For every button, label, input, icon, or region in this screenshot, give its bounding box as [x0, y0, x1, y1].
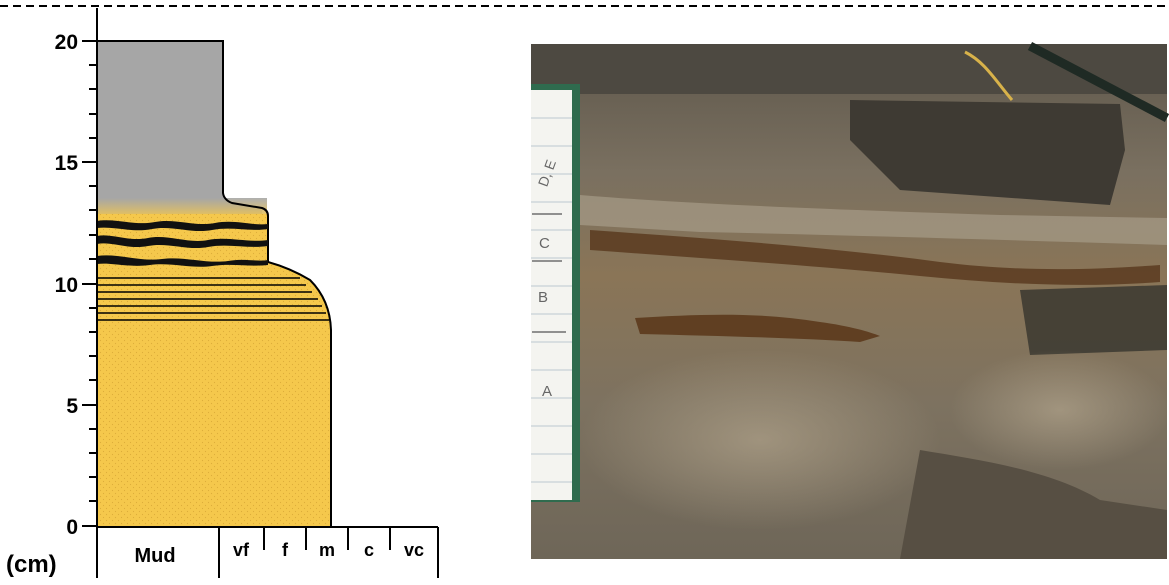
- grain-label-vf: vf: [233, 540, 250, 560]
- mud-unit: [97, 41, 262, 214]
- y-tick-label-10: 10: [55, 274, 78, 297]
- y-tick-label-5: 5: [66, 395, 78, 418]
- y-tick-label-15: 15: [55, 152, 79, 175]
- grain-label-f: f: [282, 540, 289, 560]
- grain-label-mud: Mud: [134, 545, 175, 567]
- photo-dark-laminated-patch: [1020, 285, 1167, 355]
- grain-label-m: m: [319, 540, 335, 560]
- y-tick-label-20: 20: [55, 31, 78, 54]
- photo-light-patch-2: [950, 350, 1169, 470]
- y-tick-label-0: 0: [66, 516, 78, 539]
- photo-light-patch: [580, 350, 940, 530]
- y-ticks: [82, 41, 97, 526]
- photo-notebook-label-c: C: [539, 235, 550, 252]
- y-unit-label: (cm): [6, 551, 57, 578]
- grain-label-vc: vc: [404, 540, 424, 560]
- photo-notebook-label-b: B: [538, 289, 548, 306]
- laminae: [97, 278, 329, 320]
- outcrop-photo: D, E C B A: [531, 44, 1169, 559]
- stratigraphic-log: 20 15 10 5 0 (cm) Mud vf f m c vc: [6, 8, 438, 578]
- grain-label-c: c: [364, 540, 374, 560]
- photo-notebook-label-a: A: [542, 383, 552, 400]
